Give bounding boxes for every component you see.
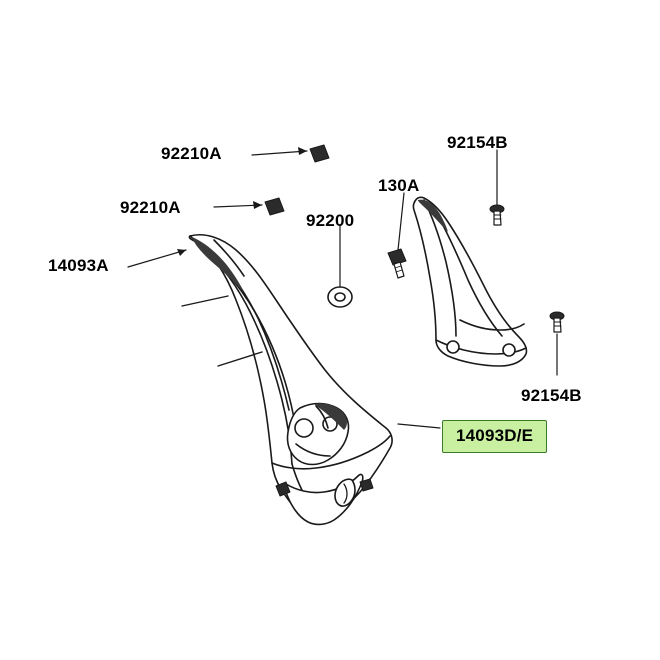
cowl-bracket-detail-2 [295, 443, 331, 457]
cowl-ridge-3 [225, 271, 297, 431]
callout-130a[interactable]: 130A [378, 176, 420, 195]
callout-14093d-e-selected[interactable]: 14093D/E [442, 420, 548, 453]
leader-92210a-upper [251, 150, 308, 156]
callout-92154b-lower[interactable]: 92154B [521, 386, 582, 405]
cowl-bracket-shade [314, 403, 347, 430]
cowl-vent-slot-2 [343, 483, 348, 504]
right-panel-inner-3 [459, 319, 525, 331]
cowl-bracket-hole-2 [322, 416, 338, 432]
leader-14093de [397, 423, 441, 429]
arrowhead-92210a-lower [253, 201, 262, 209]
right-panel-hole-1 [446, 340, 460, 354]
right-panel-hole-2 [502, 343, 516, 357]
cowl-tab-left [275, 481, 291, 497]
arrowhead-92210a-upper [298, 147, 307, 155]
cowl-top-detail-2 [213, 239, 245, 277]
arrowhead-14093a [177, 249, 186, 256]
callout-14093a[interactable]: 14093A [48, 256, 109, 275]
cowl-bracket-detail [315, 405, 329, 429]
right-panel-outline [412, 196, 528, 367]
callout-92200[interactable]: 92200 [306, 211, 355, 230]
part-130a-bolt [387, 248, 407, 279]
cowl-vent-slot [334, 478, 356, 507]
part-92210a-lower [264, 197, 285, 216]
right-panel-inner-2 [437, 215, 503, 337]
callout-92210a-lower[interactable]: 92210A [120, 198, 181, 217]
cowl-bracket-hole-1 [294, 418, 314, 438]
cowl-hatch-1 [181, 295, 229, 307]
cowl-shade-wedge [192, 237, 244, 292]
callout-92210a-upper[interactable]: 92210A [161, 144, 222, 163]
cowl-lower-edge [271, 435, 391, 470]
part-92154b-lower-bolt [549, 311, 565, 333]
part-92200-washer-inner [334, 292, 346, 302]
right-panel-inner-1 [423, 199, 457, 337]
callout-92154b-upper[interactable]: 92154B [447, 133, 508, 152]
leader-14093a [127, 249, 187, 268]
leader-130a [397, 192, 405, 251]
cowl-tab-right [359, 478, 374, 492]
part-92154b-upper-bolt [489, 204, 505, 226]
right-panel-shade [417, 199, 448, 232]
cowl-hatch-2 [217, 351, 263, 367]
part-92210a-upper [309, 144, 330, 163]
